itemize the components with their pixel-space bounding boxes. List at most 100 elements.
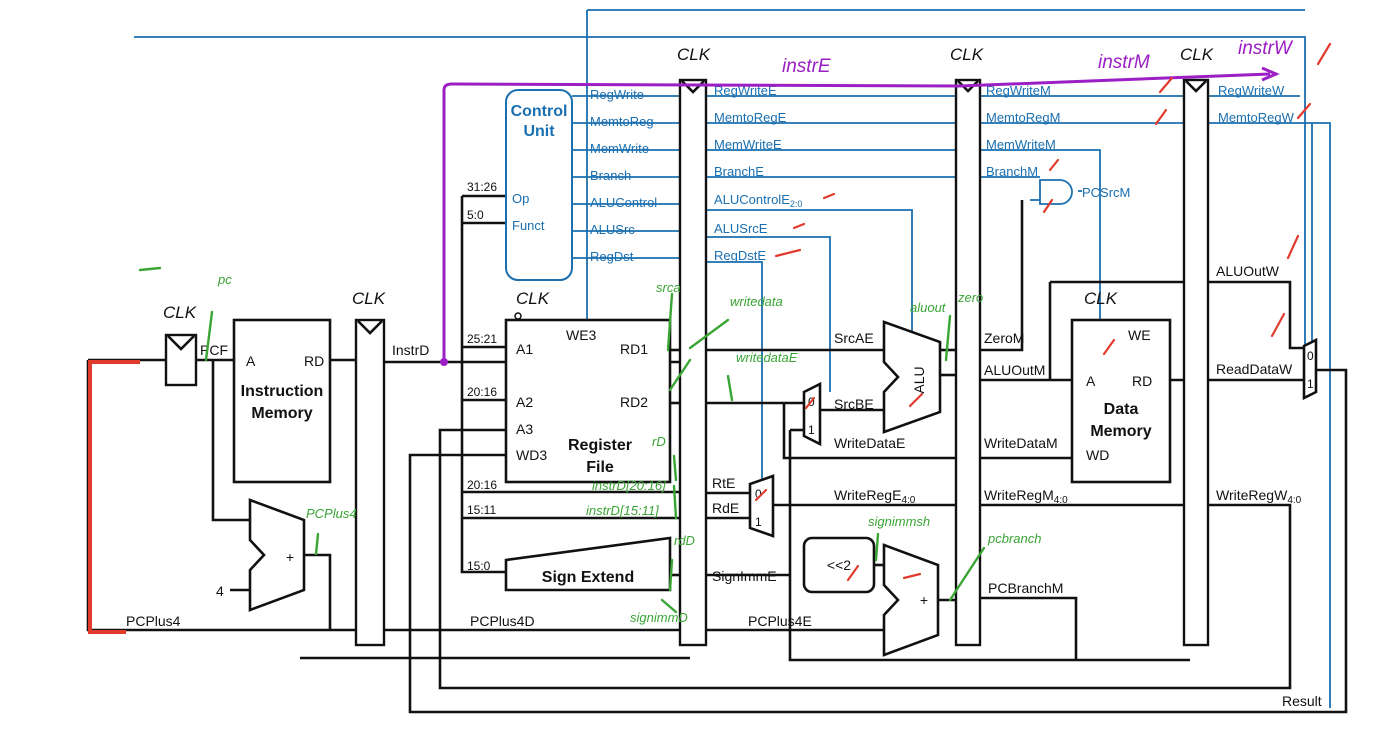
- pcsrcm-label: PCSrcM: [1082, 185, 1130, 200]
- svg-text:MemWriteE: MemWriteE: [714, 137, 782, 152]
- svg-text:RD1: RD1: [620, 341, 648, 357]
- svg-text:WD3: WD3: [516, 447, 547, 463]
- rte-label: RtE: [712, 475, 735, 491]
- pcplus4-annotation: PCPlus4: [306, 506, 357, 521]
- svg-text:RegWrite: RegWrite: [590, 87, 644, 102]
- svg-text:MemtoRegE: MemtoRegE: [714, 110, 787, 125]
- regdst-mux: 0 1: [748, 474, 775, 538]
- srcbe-label: SrcBE: [834, 396, 874, 412]
- svg-text:<<2: <<2: [827, 557, 851, 573]
- aluoutm-label: ALUOutM: [984, 362, 1045, 378]
- svg-text:Instruction: Instruction: [241, 383, 324, 400]
- writedatae-annotation: writedataE: [736, 350, 798, 365]
- control-unit: Control Unit Op Funct: [505, 89, 573, 281]
- svg-text:20:16: 20:16: [467, 385, 497, 399]
- svg-text:A: A: [1086, 373, 1096, 389]
- fetch-decode-register: [354, 318, 386, 647]
- signimme-label: SignImmE: [712, 568, 777, 584]
- clock-label: CLK: [352, 289, 386, 308]
- bit-field-labels: 31:26 5:0 25:21 20:16 20:16 15:11 15:0: [467, 180, 497, 573]
- svg-text:+: +: [920, 592, 928, 608]
- result-mux: 0 1: [1302, 337, 1318, 401]
- instr-e-annotation: instrE: [782, 56, 831, 77]
- svg-text:A2: A2: [516, 394, 533, 410]
- signal-labels: PCF InstrD PCPlus4 PCPlus4D PCPlus4E Src…: [126, 185, 1322, 709]
- svg-text:5:0: 5:0: [467, 208, 484, 222]
- writedatae-label: WriteDataE: [834, 435, 905, 451]
- svg-text:+: +: [286, 549, 294, 565]
- instruction-memory: A RD Instruction Memory: [232, 318, 332, 484]
- svg-text:Branch: Branch: [590, 168, 631, 183]
- srcb-mux: 0 1: [802, 381, 822, 447]
- pcplus4e-label: PCPlus4E: [748, 613, 812, 629]
- svg-text:WE3: WE3: [566, 327, 597, 343]
- svg-text:RegDst: RegDst: [590, 249, 634, 264]
- sign-extend: Sign Extend: [504, 536, 672, 592]
- svg-text:MemWrite: MemWrite: [590, 141, 649, 156]
- svg-text:Sign Extend: Sign Extend: [542, 569, 634, 586]
- pc-annotation: pc: [217, 272, 232, 287]
- instrd-15-11-annotation: instrD[15:11]: [586, 503, 659, 518]
- register-file: A1 A2 A3 WD3 WE3 RD1 RD2 Register File: [504, 312, 672, 484]
- control-labels-execute: RegWriteE MemtoRegE MemWriteE BranchE AL…: [714, 83, 802, 263]
- control-labels-memory: RegWriteM MemtoRegM MemWriteM BranchM: [986, 83, 1060, 179]
- execute-memory-register: [954, 78, 982, 647]
- pcbranchm-label: PCBranchM: [988, 580, 1063, 596]
- pc-branch-adder: +: [882, 543, 940, 657]
- svg-text:1: 1: [755, 515, 762, 529]
- svg-text:MemWriteM: MemWriteM: [986, 137, 1056, 152]
- svg-text:WD: WD: [1086, 447, 1109, 463]
- svg-text:MemtoRegM: MemtoRegM: [986, 110, 1060, 125]
- result-label: Result: [1282, 693, 1322, 709]
- svg-text:RegDstE: RegDstE: [714, 248, 766, 263]
- green-annotations: pc PCPlus4 srca writedata writedataE rD …: [138, 266, 1041, 625]
- svg-text:1: 1: [808, 423, 815, 437]
- svg-text:MemtoReg: MemtoReg: [590, 114, 654, 129]
- svg-text:A3: A3: [516, 421, 533, 437]
- svg-text:RegWriteW: RegWriteW: [1218, 83, 1285, 98]
- pcplus4f-label: PCPlus4: [126, 613, 181, 629]
- rd-annotation: rD: [652, 434, 666, 449]
- svg-text:Control: Control: [511, 103, 568, 120]
- pipeline-registers: [164, 78, 1210, 647]
- svg-text:ALUControlE2:0: ALUControlE2:0: [714, 192, 802, 209]
- svg-text:0: 0: [755, 487, 762, 501]
- svg-text:ALUControl: ALUControl: [590, 195, 657, 210]
- svg-text:Funct: Funct: [512, 218, 545, 233]
- shift-left-two: <<2: [802, 536, 876, 594]
- signimmd-annotation: signimmD: [630, 610, 688, 625]
- branch-and-gate: [1039, 179, 1073, 205]
- readdataw-label: ReadDataW: [1216, 361, 1293, 377]
- writeregw-label: WriteRegW4:0: [1216, 487, 1302, 506]
- writerege-label: WriteRegE4:0: [834, 487, 916, 506]
- writeregm-label: WriteRegM4:0: [984, 487, 1068, 506]
- svg-text:RegWriteE: RegWriteE: [714, 83, 777, 98]
- zero-annotation: zero: [957, 290, 983, 305]
- alu: ALU: [882, 320, 942, 434]
- clock-label: CLK: [1180, 45, 1214, 64]
- svg-text:RegWriteM: RegWriteM: [986, 83, 1051, 98]
- svg-text:RD: RD: [304, 353, 324, 369]
- pcbranch-annotation: pcbranch: [987, 531, 1041, 546]
- svg-text:RD2: RD2: [620, 394, 648, 410]
- data-memory: WE A RD Data Memory WD: [1070, 318, 1172, 484]
- svg-text:15:11: 15:11: [467, 503, 496, 517]
- control-labels-decode: RegWrite MemtoReg MemWrite Branch ALUCon…: [590, 87, 657, 264]
- svg-text:Memory: Memory: [251, 405, 312, 422]
- instr-w-annotation: instrW: [1238, 38, 1294, 59]
- purple-instr-line: instrE instrM instrW: [440, 38, 1294, 366]
- aluout-annotation: aluout: [910, 300, 947, 315]
- svg-text:A: A: [246, 353, 256, 369]
- aluoutw-label: ALUOutW: [1216, 263, 1280, 279]
- signimmsh-annotation: signimmsh: [868, 514, 930, 529]
- constant-four: 4: [216, 583, 224, 599]
- svg-text:MemtoRegW: MemtoRegW: [1218, 110, 1295, 125]
- svg-text:WE: WE: [1128, 327, 1151, 343]
- svg-text:A1: A1: [516, 341, 533, 357]
- pcf-label: PCF: [200, 342, 228, 358]
- svg-text:RD: RD: [1132, 373, 1152, 389]
- clock-label: CLK: [950, 45, 984, 64]
- svg-text:Data: Data: [1104, 401, 1139, 418]
- decode-execute-register: [678, 78, 708, 647]
